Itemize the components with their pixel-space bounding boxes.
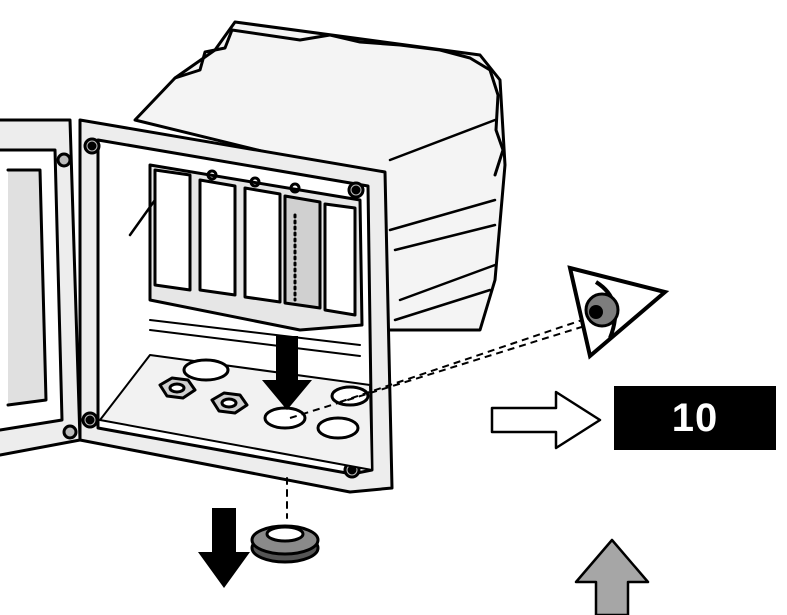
right-arrow-icon bbox=[490, 390, 602, 450]
down-arrow-icon bbox=[262, 336, 312, 410]
gland-plug bbox=[250, 524, 320, 564]
eye-icon bbox=[567, 265, 670, 360]
enclosure-door bbox=[0, 118, 82, 457]
sight-lines bbox=[289, 317, 589, 419]
step-number-label: 10 bbox=[614, 386, 776, 450]
down-arrow-icon bbox=[198, 508, 250, 588]
module-rack bbox=[128, 163, 364, 357]
step-number-text: 10 bbox=[671, 395, 719, 440]
up-arrow-icon bbox=[574, 538, 650, 615]
